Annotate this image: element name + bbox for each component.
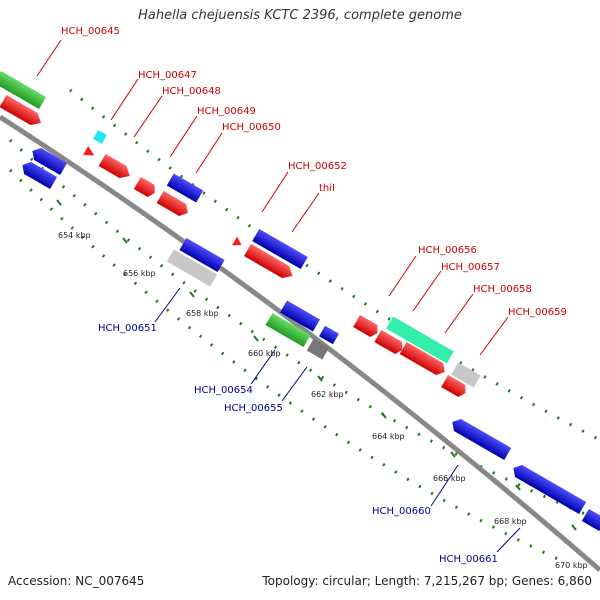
label-HCH_00648: HCH_00648 — [162, 86, 221, 97]
genome-backbone — [0, 114, 600, 572]
feature-red-1 — [0, 94, 42, 126]
map-title: Hahella chejuensis KCTC 2396, complete g… — [138, 8, 462, 23]
tick — [571, 524, 577, 531]
feature-HCH_00654-green — [265, 312, 311, 348]
leader-lines-bottom — [154, 287, 521, 553]
feature-blue-1 — [32, 147, 68, 176]
feature-HCH_00661 — [513, 464, 587, 515]
tick — [317, 375, 323, 382]
guide-outer-1 — [69, 88, 600, 442]
feature-HCH_00652 — [252, 228, 308, 270]
leader-lines-top — [36, 39, 509, 356]
track-guides — [8, 88, 600, 562]
feature-blue-small — [319, 325, 339, 345]
label-HCH_00658: HCH_00658 — [473, 284, 532, 295]
feature-HCH_00650-red — [156, 190, 188, 217]
tick — [515, 484, 521, 491]
feature-HCH_00657-mint — [386, 316, 454, 364]
tick — [56, 199, 62, 206]
tick — [189, 291, 195, 298]
feature-blue-end — [581, 508, 600, 532]
label-HCH_00654: HCH_00654 — [194, 385, 253, 396]
label-HCH_00652: HCH_00652 — [288, 161, 347, 172]
label-HCH_00650: HCH_00650 — [222, 122, 281, 133]
kbp-label: 658 kbp — [186, 309, 219, 318]
feature-HCH_00651-blue — [179, 237, 225, 273]
feature-HCH_00658 — [399, 341, 445, 376]
topology-text: Topology: circular; Length: 7,215,267 bp… — [262, 574, 592, 588]
tick — [253, 335, 259, 342]
feature-HCH_00659-gray — [451, 362, 481, 388]
label-HCH_00649: HCH_00649 — [197, 106, 256, 117]
feature-HCH_00649 — [133, 176, 155, 198]
feature-HCH_00648 — [98, 153, 130, 179]
feature-HCH_00654-blue — [280, 300, 320, 332]
label-HCH_00660: HCH_00660 — [372, 506, 431, 517]
feature-HCH_00645 — [0, 70, 47, 110]
feature-red-small — [83, 146, 95, 156]
label-HCH_00657: HCH_00657 — [441, 262, 500, 273]
label-HCH_00659: HCH_00659 — [508, 307, 567, 318]
label-thiI: thiI — [319, 183, 335, 194]
topology-value: Topology: circular; Length: 7,215,267 bp… — [262, 574, 592, 588]
feature-thiI — [243, 243, 293, 279]
feature-HCH_00655 — [306, 338, 330, 360]
tick — [122, 237, 128, 244]
kbp-label: 668 kbp — [494, 517, 527, 526]
kbp-label: 670 kbp — [555, 561, 588, 570]
feature-HCH_00659-red — [441, 374, 466, 398]
feature-HCH_00657-red — [374, 329, 403, 355]
kbp-label: 654 kbp — [58, 231, 91, 240]
feature-blue-2 — [22, 161, 58, 190]
label-HCH_00645: HCH_00645 — [61, 26, 120, 37]
label-HCH_00655: HCH_00655 — [224, 403, 283, 414]
accession-text: Accession: NC_007645 — [8, 574, 145, 588]
feature-HCH_00660 — [452, 418, 512, 461]
reverse-features — [22, 147, 600, 532]
kbp-label: 656 kbp — [123, 269, 156, 278]
kbp-label: 664 kbp — [372, 432, 405, 441]
tick — [450, 451, 456, 458]
feature-HCH_00650-blue — [166, 173, 204, 203]
feature-red-tri — [232, 236, 242, 246]
label-HCH_00656: HCH_00656 — [418, 245, 477, 256]
kbp-label: 666 kbp — [433, 474, 466, 483]
label-HCH_00647: HCH_00647 — [138, 70, 197, 81]
feature-cyan — [93, 130, 107, 144]
feature-HCH_00651-gray — [166, 249, 218, 287]
tick-marks — [56, 199, 577, 531]
label-HCH_00651: HCH_00651 — [98, 323, 157, 334]
label-HCH_00661: HCH_00661 — [439, 554, 498, 565]
feature-HCH_00656 — [353, 314, 378, 338]
tick — [381, 412, 387, 419]
kbp-label: 660 kbp — [248, 349, 281, 358]
kbp-label: 662 kbp — [311, 390, 344, 399]
guide-inner-1 — [8, 168, 561, 562]
forward-features — [0, 70, 481, 398]
